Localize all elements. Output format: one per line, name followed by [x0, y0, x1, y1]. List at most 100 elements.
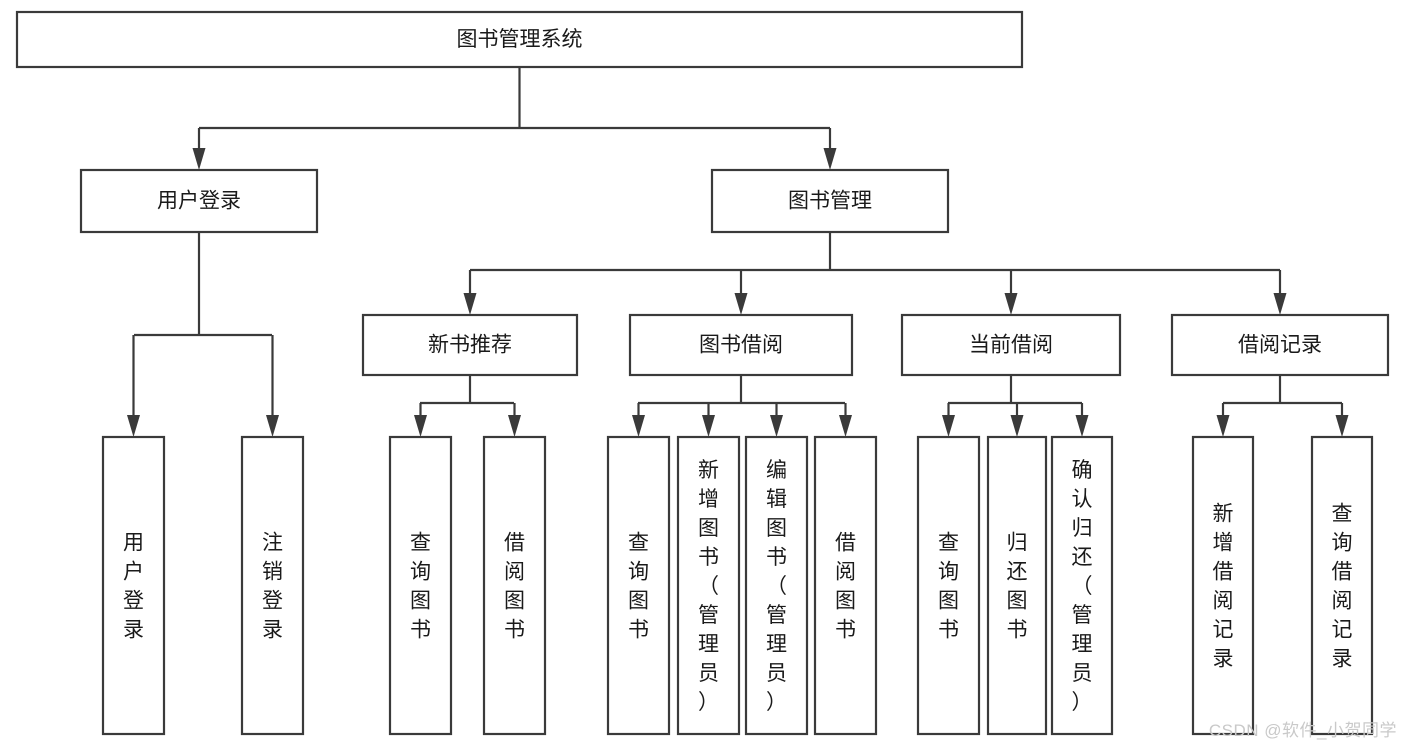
node-label-char: （ [698, 575, 719, 598]
node-box[interactable] [986, 435, 1048, 736]
node-box[interactable] [388, 435, 453, 736]
node-box[interactable] [916, 435, 981, 736]
arrow-head-icon [127, 415, 140, 437]
node-box[interactable] [361, 313, 579, 377]
node-box[interactable] [1050, 435, 1114, 736]
node-label-char: 还 [1007, 561, 1028, 584]
node-label-char: 询 [938, 561, 959, 584]
node-root[interactable]: 图书管理系统 [15, 10, 1024, 69]
connector-group-book-borrow [632, 375, 852, 437]
node-leaf-add-book[interactable]: 新增图书（管理员） [676, 435, 741, 736]
node-label-char: 书 [1007, 619, 1028, 642]
arrow-head-icon [463, 293, 477, 315]
node-box[interactable] [79, 168, 319, 234]
node-label-char: 辑 [766, 488, 787, 511]
node-box[interactable] [240, 435, 305, 736]
node-box[interactable] [676, 435, 741, 736]
node-book-manage[interactable]: 图书管理 [710, 168, 950, 234]
node-leaf-add-record[interactable]: 新增借阅记录 [1191, 435, 1255, 736]
node-label-char: 询 [1332, 532, 1353, 555]
node-box[interactable] [900, 313, 1122, 377]
node-label-char: 理 [1072, 633, 1093, 656]
node-label: 编辑图书（管理员） [766, 459, 787, 714]
node-label-char: ） [1072, 691, 1093, 714]
connector-group-root [192, 67, 837, 170]
node-user-login[interactable]: 用户登录 [79, 168, 319, 234]
node-box[interactable] [744, 435, 809, 736]
node-label-char: 用 [123, 532, 144, 555]
node-borrow-record[interactable]: 借阅记录 [1170, 313, 1390, 377]
node-label-char: 管 [1072, 604, 1093, 627]
node-label-char: ） [766, 691, 787, 714]
node-label-char: 录 [123, 619, 144, 642]
node-leaf-query-record[interactable]: 查询借阅记录 [1310, 435, 1374, 736]
node-label: 借阅图书 [835, 532, 856, 642]
node-label-char: （ [1072, 575, 1093, 598]
node-box[interactable] [606, 435, 671, 736]
node-box[interactable] [482, 435, 547, 736]
node-leaf-borrow-book-2[interactable]: 借阅图书 [813, 435, 878, 736]
node-label-char: 管 [698, 604, 719, 627]
connector-group-user-login [127, 232, 279, 437]
node-label-char: 书 [835, 619, 856, 642]
node-label-char: 员 [698, 662, 719, 685]
node-box[interactable] [101, 435, 166, 736]
node-label-char: 新 [1213, 503, 1234, 526]
node-label-char: 记 [1332, 619, 1353, 642]
node-label-char: 记 [1213, 619, 1234, 642]
node-label: 新增图书（管理员） [698, 459, 719, 714]
node-leaf-return-book[interactable]: 归还图书 [986, 435, 1048, 736]
node-label-char: 图 [1007, 590, 1028, 613]
arrow-head-icon [414, 415, 427, 437]
arrow-head-icon [266, 415, 279, 437]
node-label: 确认归还（管理员） [1072, 459, 1093, 714]
node-box[interactable] [628, 313, 854, 377]
node-leaf-borrow-book-1[interactable]: 借阅图书 [482, 435, 547, 736]
node-label-char: 增 [698, 488, 719, 511]
node-leaf-query-book-3[interactable]: 查询图书 [916, 435, 981, 736]
node-label-char: 注 [262, 532, 283, 555]
arrow-head-icon [508, 415, 521, 437]
arrow-head-icon [702, 415, 715, 437]
node-leaf-query-book-2[interactable]: 查询图书 [606, 435, 671, 736]
node-leaf-user-login[interactable]: 用户登录 [101, 435, 166, 736]
node-label: 归还图书 [1007, 532, 1028, 642]
arrow-head-icon [1010, 415, 1024, 437]
node-new-book-rec[interactable]: 新书推荐 [361, 313, 579, 377]
connector-group-current-borrow [942, 375, 1089, 437]
node-label-char: 查 [628, 532, 649, 555]
node-label-char: 书 [938, 619, 959, 642]
node-label-char: 图 [628, 590, 649, 613]
node-box[interactable] [1191, 435, 1255, 736]
node-box[interactable] [813, 435, 878, 736]
node-label-char: 书 [698, 546, 719, 569]
node-label-char: 员 [766, 662, 787, 685]
node-label-char: 销 [262, 561, 283, 584]
node-label-char: 阅 [1332, 590, 1353, 613]
arrow-head-icon [942, 415, 955, 437]
node-label-char: 理 [766, 633, 787, 656]
node-box[interactable] [1170, 313, 1390, 377]
node-label-char: 借 [1332, 561, 1353, 584]
node-leaf-logout[interactable]: 注销登录 [240, 435, 305, 736]
node-leaf-query-book-1[interactable]: 查询图书 [388, 435, 453, 736]
node-label-char: 阅 [835, 561, 856, 584]
arrow-head-icon [1075, 415, 1089, 437]
node-book-borrow[interactable]: 图书借阅 [628, 313, 854, 377]
node-label-char: 书 [410, 619, 431, 642]
connectors-layer [127, 67, 1349, 437]
arrow-head-icon [839, 415, 852, 437]
nodes-layer: 图书管理系统用户登录图书管理新书推荐图书借阅当前借阅借阅记录用户登录注销登录查询… [15, 10, 1390, 736]
node-leaf-edit-book[interactable]: 编辑图书（管理员） [744, 435, 809, 736]
node-box[interactable] [710, 168, 950, 234]
connector-group-book-manage [463, 232, 1287, 315]
node-label-char: 编 [766, 459, 787, 482]
node-label-char: 图 [698, 517, 719, 540]
node-leaf-confirm-return[interactable]: 确认归还（管理员） [1050, 435, 1114, 736]
node-box[interactable] [15, 10, 1024, 69]
node-current-borrow[interactable]: 当前借阅 [900, 313, 1122, 377]
node-box[interactable] [1310, 435, 1374, 736]
node-label-char: 认 [1072, 488, 1093, 511]
node-label: 图书借阅 [699, 334, 783, 357]
